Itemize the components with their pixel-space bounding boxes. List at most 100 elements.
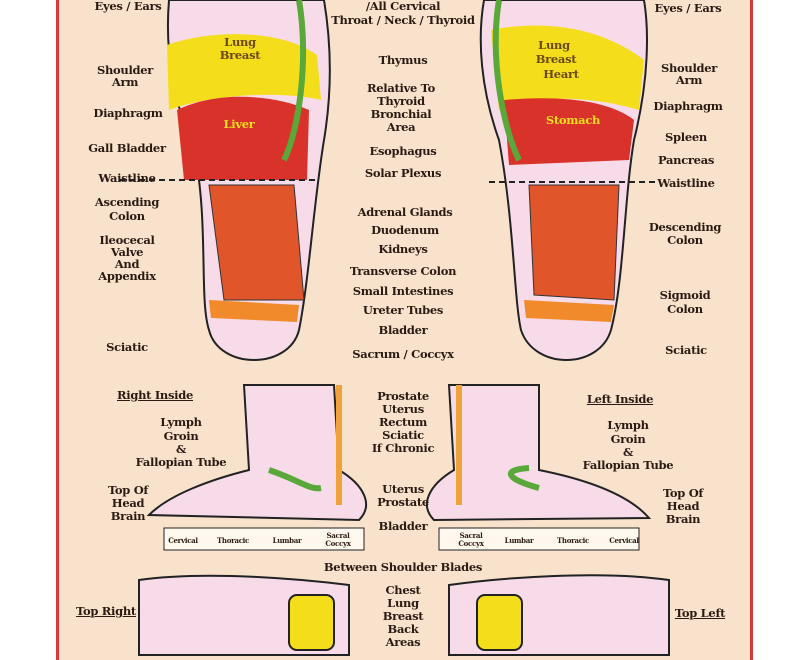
label-appendix: Appendix: [98, 269, 156, 283]
label-bladder: Bladder: [378, 323, 428, 337]
label-right-shoulder: Shoulder: [96, 63, 154, 77]
label-breast: Breast: [382, 609, 424, 623]
label-back: Back: [387, 622, 419, 636]
label-left-lung: Lung: [538, 38, 570, 52]
label-heart: Heart: [543, 67, 579, 81]
reflexology-chart: Eyes / Ears Shoulder Arm Diaphragm Gall …: [56, 0, 753, 660]
label-prostate: Prostate: [377, 389, 429, 403]
label-and: And: [114, 257, 140, 271]
label-right-lung: Lung: [224, 35, 256, 49]
label-esophagus: Esophagus: [369, 144, 437, 158]
spine-left-lumbar: Lumbar: [504, 536, 534, 545]
left-spine-bar: [438, 527, 640, 551]
label-ileocecal: Ileocecal: [99, 233, 155, 247]
label-areas: Areas: [385, 635, 421, 649]
label-descending-colon: Colon: [667, 233, 703, 247]
label-left-breast: Breast: [535, 52, 577, 66]
spine-right-lumbar: Lumbar: [272, 536, 302, 545]
label-left-lymph: Lymph: [607, 418, 649, 432]
label-between-shoulder-blades: Between Shoulder Blades: [323, 560, 483, 574]
label-right-lymph: Lymph: [160, 415, 202, 429]
left-inside-title: Left Inside: [586, 392, 654, 406]
label-right-sciatic: Sciatic: [106, 340, 148, 354]
ascending-colon-area: [208, 184, 305, 301]
label-stomach: Stomach: [545, 113, 601, 127]
label-duodenum: Duodenum: [371, 223, 439, 237]
spine-right-sacral: Sacral: [326, 531, 350, 540]
label-bronchial: Bronchial: [370, 107, 432, 121]
label-left-arm: Arm: [675, 73, 703, 87]
label-thymus: Thymus: [378, 53, 428, 67]
label-adrenal: Adrenal Glands: [357, 205, 453, 219]
label-left-shoulder: Shoulder: [660, 61, 718, 75]
right-chest-area: [288, 594, 335, 651]
right-sciatic-band: [209, 300, 299, 322]
label-throat: Throat / Neck / Thyroid: [331, 13, 475, 27]
label-sciatic-chronic: Sciatic: [382, 428, 424, 442]
label-left-fallopian: Fallopian Tube: [582, 458, 674, 472]
label-left-amp: &: [622, 445, 634, 459]
liver-area: [177, 96, 309, 180]
label-prostate2: Prostate: [377, 495, 429, 509]
label-chest: Chest: [385, 583, 421, 597]
spine-right-thoracic: Thoracic: [217, 536, 249, 545]
label-small-intestines: Small Intestines: [352, 284, 454, 298]
label-cervical: /All Cervical: [363, 0, 443, 13]
label-left-waistline: Waistline: [657, 176, 715, 190]
spine-left-coccyx: Coccyx: [458, 539, 484, 548]
label-valve: Valve: [110, 245, 144, 259]
label-solar-plexus: Solar Plexus: [364, 166, 442, 180]
label-uterus: Uterus: [382, 402, 424, 416]
left-chest-area: [476, 594, 523, 651]
spine-left-cervical: Cervical: [609, 536, 639, 545]
label-left-eyes-ears: Eyes / Ears: [654, 1, 722, 15]
spine-right-cervical: Cervical: [168, 536, 198, 545]
label-right-arm: Arm: [111, 75, 139, 89]
label-inside-bladder: Bladder: [378, 519, 428, 533]
right-lung-area: [167, 34, 321, 111]
label-left-diaphragm: Diaphragm: [653, 99, 723, 113]
descending-colon-area: [528, 184, 620, 301]
label-right-breast: Breast: [219, 48, 261, 62]
label-right-diaphragm: Diaphragm: [93, 106, 163, 120]
label-right-waistline: Waistline: [98, 171, 156, 185]
foot-illustrations: [119, 0, 670, 656]
label-area: Area: [386, 120, 416, 134]
top-right-title: Top Right: [76, 604, 136, 618]
label-left-sciatic: Sciatic: [665, 343, 707, 357]
label-kidneys: Kidneys: [378, 242, 428, 256]
label-right-fallopian: Fallopian Tube: [135, 455, 227, 469]
label-if-chronic: If Chronic: [371, 441, 435, 455]
label-sigmoid-colon: Colon: [667, 302, 703, 316]
label-transverse-colon: Transverse Colon: [349, 264, 457, 278]
top-left-title: Top Left: [674, 606, 726, 620]
label-left-head: Head: [666, 499, 700, 513]
label-right-eyes-ears: Eyes / Ears: [94, 0, 162, 13]
spine-right-coccyx: Coccyx: [325, 539, 351, 548]
label-ureter: Ureter Tubes: [362, 303, 444, 317]
label-descending: Descending: [648, 220, 722, 234]
right-inside-title: Right Inside: [117, 388, 193, 402]
label-liver: Liver: [223, 117, 255, 131]
label-pancreas: Pancreas: [657, 153, 715, 167]
left-sciatic-band: [524, 300, 614, 322]
label-right-head: Head: [111, 496, 145, 510]
spine-left-thoracic: Thoracic: [557, 536, 589, 545]
label-rectum: Rectum: [379, 415, 427, 429]
label-relative: Relative To: [367, 81, 435, 95]
label-thyroid: Thyroid: [377, 94, 425, 108]
label-right-groin: Groin: [163, 429, 199, 443]
stomach-area: [504, 98, 634, 165]
label-gall-bladder: Gall Bladder: [88, 141, 166, 155]
right-spine-bar: [163, 527, 365, 551]
label-lung: Lung: [387, 596, 419, 610]
label-uterus2: Uterus: [382, 482, 424, 496]
label-right-amp: &: [175, 442, 187, 456]
label-spleen: Spleen: [665, 130, 707, 144]
label-left-groin: Groin: [610, 432, 646, 446]
label-left-top-of: Top Of: [662, 486, 704, 500]
label-right-top-of: Top Of: [107, 483, 149, 497]
label-sacrum: Sacrum / Coccyx: [352, 347, 454, 361]
label-ascending: Ascending: [94, 195, 160, 209]
label-sigmoid: Sigmoid: [659, 288, 711, 302]
